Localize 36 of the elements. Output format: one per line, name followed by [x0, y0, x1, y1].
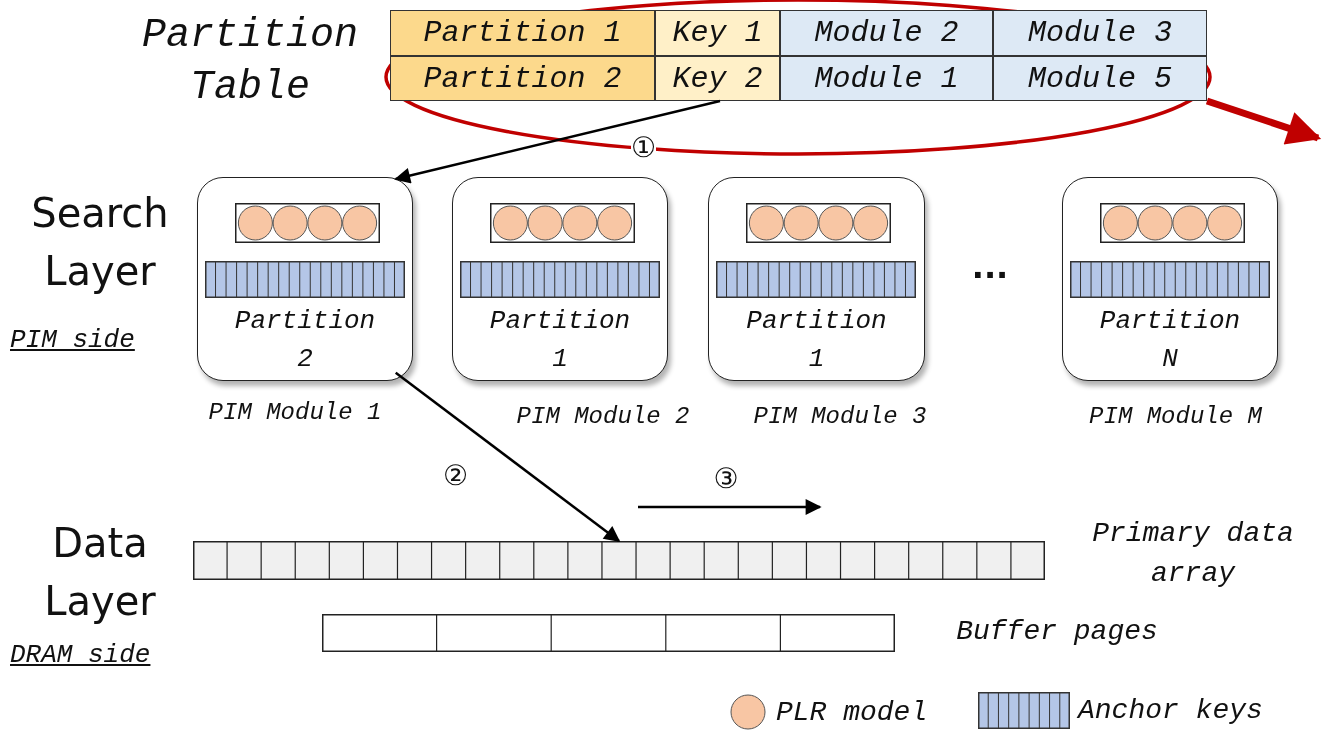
module-box	[708, 177, 925, 381]
table-cell: Module 2	[780, 10, 993, 56]
array-bar	[193, 541, 1045, 580]
partition-label: Partition 1	[488, 305, 632, 376]
partition-label: Partition 1	[745, 305, 888, 376]
table-cell: Partition 1	[390, 10, 655, 56]
table-cell: Key 1	[655, 10, 780, 56]
component-caption: PIM Module 3	[752, 402, 928, 432]
ellipsis-text: ...	[970, 248, 1010, 286]
arrow	[1205, 97, 1322, 145]
module-box	[197, 177, 413, 381]
table-cell: Module 1	[780, 56, 993, 101]
partition-label: Partition N	[1098, 305, 1242, 376]
component-caption: Buffer pages	[955, 615, 1159, 649]
legend-text: PLR model	[776, 696, 928, 728]
arrow	[394, 99, 721, 184]
side-label: DRAM side	[10, 639, 152, 672]
table-cell: Partition 2	[390, 56, 655, 101]
component-caption: PIM Module 1	[207, 398, 383, 428]
layer-label: Search Layer	[30, 189, 170, 296]
table-cell: Module 3	[993, 10, 1207, 56]
partition-label: Partition 2	[233, 305, 377, 376]
table-cell: Module 5	[993, 56, 1207, 101]
side-label: PIM side	[10, 324, 136, 357]
step-number: ③	[712, 462, 740, 495]
legend-text: Anchor keys	[1078, 695, 1263, 726]
array-bar	[322, 614, 895, 652]
arrow	[394, 371, 621, 542]
component-caption: PIM Module M	[1088, 402, 1263, 432]
component-caption: PIM Module 2	[515, 402, 691, 432]
layer-label: Data Layer	[43, 519, 157, 626]
component-caption: Primary data array	[1091, 517, 1295, 591]
table-cell: Key 2	[655, 56, 780, 101]
module-box	[452, 177, 668, 381]
table-heading: Partition Table	[140, 12, 359, 112]
module-box	[1062, 177, 1278, 381]
